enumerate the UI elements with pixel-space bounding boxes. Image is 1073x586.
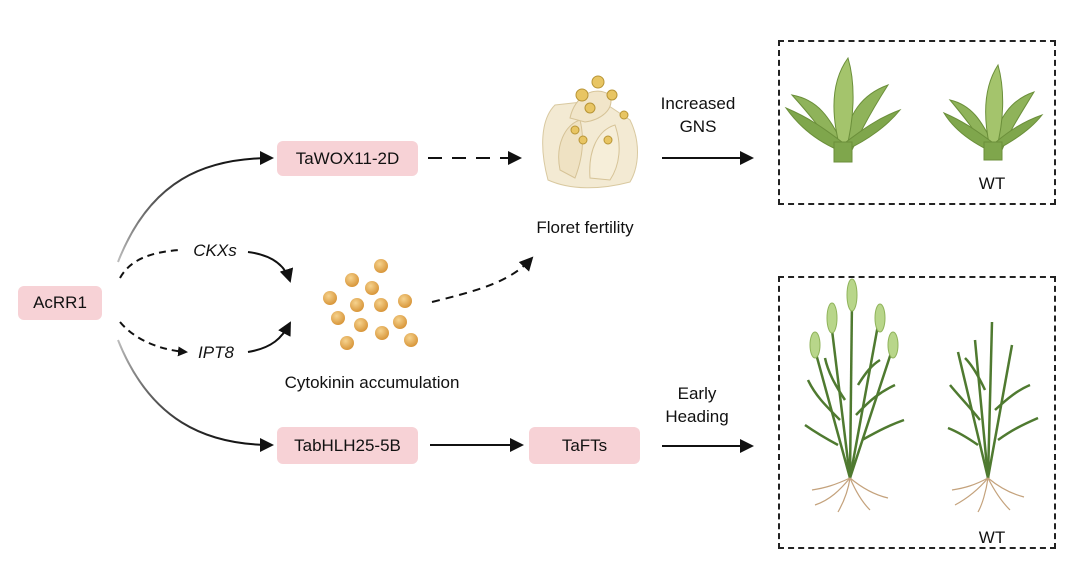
plant-mutant-spikes xyxy=(809,278,899,359)
plant-mutant xyxy=(804,299,905,479)
plant-wt xyxy=(947,321,1039,479)
gns-label: GNS xyxy=(679,117,717,136)
plant-comparison-frame xyxy=(778,276,1056,549)
spikelet-wt xyxy=(942,63,1044,161)
wt-label-bottom: WT xyxy=(978,528,1006,547)
arrow-acrr1-to-tawox xyxy=(117,151,274,263)
plant-mutant-roots xyxy=(811,477,889,513)
node-tabhlh25-5b: TabHLH25-5B xyxy=(277,427,418,464)
early-label: Early xyxy=(677,384,717,403)
cytokinin-label: Cytokinin accumulation xyxy=(284,373,460,392)
plant-wt-roots xyxy=(951,477,1025,513)
gene-ipt8: IPT8 xyxy=(198,343,234,362)
wt-label-top: WT xyxy=(978,174,1006,193)
node-tawox11-2d: TaWOX11-2D xyxy=(277,141,418,176)
arrow-cytokinin-to-floret xyxy=(431,256,534,303)
floret-fertility-label: Floret fertility xyxy=(536,218,634,237)
floret-illustration xyxy=(542,75,638,189)
node-acrr1: AcRR1 xyxy=(18,286,102,320)
increased-label: Increased xyxy=(660,94,736,113)
arrow-acrr1-to-ckx xyxy=(119,249,181,279)
gene-ckx: CKXs xyxy=(193,241,237,260)
spikelet-comparison-frame xyxy=(778,40,1056,205)
node-taft: TaFTs xyxy=(529,427,640,464)
cytokinin-granules xyxy=(323,259,418,350)
arrow-ipt-to-cytokinin xyxy=(247,321,291,353)
arrow-acrr1-to-ipt xyxy=(119,321,188,357)
heading-label: Heading xyxy=(665,407,729,426)
spikelet-mutant xyxy=(784,56,902,163)
arrow-ckx-to-cytokinin xyxy=(247,251,294,283)
arrow-acrr1-to-tabhlh xyxy=(117,339,274,452)
